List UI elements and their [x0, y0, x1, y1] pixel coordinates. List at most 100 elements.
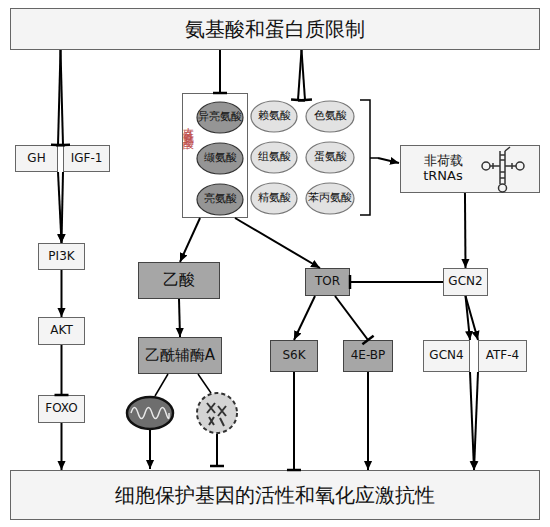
leader-line [198, 374, 211, 393]
mitochondrion-cristae [131, 408, 169, 419]
inhibition-connector [302, 50, 306, 100]
amino-acid-ellipse: 精氨酸 [250, 182, 298, 215]
arrow-connector [470, 372, 474, 470]
process-box: GCN4 [423, 340, 470, 372]
group-label: 支链氨基酸 [183, 118, 194, 133]
node-label: 精氨酸 [258, 192, 291, 205]
trna-loop [516, 162, 524, 170]
arrow-connector [61, 423, 63, 470]
arrow-connector [464, 193, 467, 268]
organelle-arrow [149, 430, 151, 469]
process-box: 细胞保护基因的活性和氧化应激抗性 [10, 470, 540, 520]
node-label: AKT [50, 324, 72, 338]
node-label: IGF-1 [71, 152, 103, 166]
ellipse-outline [306, 142, 354, 173]
arrow-connector [61, 270, 63, 317]
ellipse-outline [251, 142, 297, 173]
trna-loop [482, 162, 490, 170]
ellipse-outline [197, 143, 243, 174]
inhibition-connector [61, 50, 63, 145]
process-box: AKT [38, 317, 85, 345]
amino-acid-ellipse: 亮氨酸 [196, 183, 244, 216]
process-box: TOR [305, 268, 350, 296]
arrow-connector [180, 218, 200, 262]
inhibition-connector [58, 50, 61, 145]
arrow-connector [179, 299, 180, 337]
nucleus-icon [197, 393, 237, 433]
amino-acid-ellipse: 组氨酸 [250, 141, 298, 174]
inhibition-connector [335, 296, 368, 340]
node-label: GCN2 [448, 275, 482, 289]
bracket-arrow [378, 158, 399, 163]
mitochondrion-outline [127, 397, 173, 429]
trna-icon [482, 147, 524, 192]
nucleus-outline [197, 393, 237, 433]
arrow-connector [367, 372, 369, 470]
amino-acid-ellipse: 色氨酸 [305, 100, 355, 133]
node-label: TOR [315, 275, 340, 289]
inhibition-connector [219, 50, 221, 93]
mitochondrion-icon [127, 397, 173, 429]
process-box: 乙酰辅酶A [138, 337, 222, 374]
inhibition-connector [350, 281, 443, 283]
process-box: 氨基酸和蛋白质限制 [10, 8, 540, 50]
process-box: IGF-1 [63, 145, 110, 172]
process-box: FOXO [38, 395, 85, 423]
arrow-connector [466, 296, 471, 340]
node-label: 蛋氨酸 [314, 151, 347, 164]
node-label: 乙酰辅酶A [145, 347, 215, 364]
ellipse-outline [197, 102, 243, 133]
node-label: 4E-BP [351, 349, 386, 363]
ellipse-outline [251, 183, 297, 214]
inhibition-connector [293, 372, 295, 470]
node-label: GH [27, 152, 45, 166]
amino-acid-ellipse: 缬氨酸 [196, 142, 244, 175]
bracket [360, 100, 378, 215]
process-box: GCN2 [443, 268, 488, 296]
node-label: FOXO [45, 402, 77, 416]
ellipse-outline [251, 101, 297, 132]
node-label: S6K [282, 349, 305, 363]
process-box: PI3K [38, 243, 85, 270]
chromosomes [207, 403, 226, 426]
inhibition-connector [61, 345, 63, 395]
process-box: 非荷载 tRNAs [400, 145, 540, 193]
amino-acid-ellipse: 苯丙氨酸 [305, 182, 355, 215]
group-box: 支链氨基酸异亮氨酸缬氨酸亮氨酸 [182, 93, 248, 218]
node-label: 非荷载 tRNAs [415, 154, 471, 184]
node-label: 组氨酸 [258, 151, 291, 164]
node-label: 缬氨酸 [204, 152, 237, 165]
node-label: ATF-4 [486, 349, 519, 363]
connectors [58, 50, 478, 470]
amino-acid-ellipse: 异亮氨酸 [196, 101, 244, 134]
inhibition-connector [298, 50, 302, 100]
process-box: ATF-4 [478, 340, 527, 372]
leader-line [155, 374, 168, 396]
node-label: 亮氨酸 [204, 193, 237, 206]
node-label: GCN4 [429, 349, 463, 363]
process-box: GH [15, 145, 58, 172]
process-box: S6K [270, 340, 318, 372]
arrow-connector [58, 172, 62, 243]
node-label: 乙酸 [163, 271, 195, 289]
arrow-connector [474, 372, 478, 470]
node-label: 苯丙氨酸 [308, 192, 352, 205]
ellipse-outline [306, 101, 354, 132]
node-label: 色氨酸 [314, 110, 347, 123]
arrow-connector [235, 218, 320, 268]
arrow-connector [294, 296, 315, 340]
node-label: PI3K [48, 250, 74, 264]
process-box: 4E-BP [343, 340, 393, 372]
node-label: 氨基酸和蛋白质限制 [185, 18, 365, 41]
amino-acid-ellipse: 蛋氨酸 [305, 141, 355, 174]
organelle-inhibition [216, 434, 218, 466]
node-label: 异亮氨酸 [198, 111, 242, 124]
amino-acid-ellipse: 赖氨酸 [250, 100, 298, 133]
node-label: 赖氨酸 [258, 110, 291, 123]
arrow-connector [466, 296, 479, 340]
trna-tail [505, 147, 510, 151]
process-box: 乙酸 [138, 262, 220, 299]
ellipse-outline [197, 184, 243, 215]
